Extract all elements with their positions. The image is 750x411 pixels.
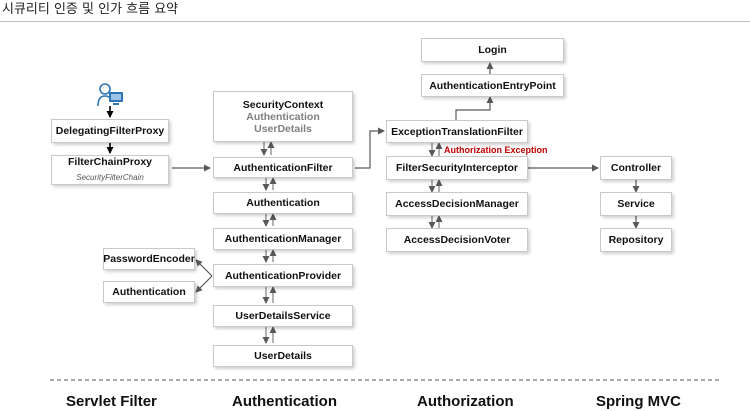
access-decision-manager-box: AccessDecisionManager [386, 192, 528, 216]
user-with-monitor-icon [97, 83, 123, 107]
login-label: Login [478, 44, 507, 56]
security-context-authentication-label: Authentication [246, 110, 320, 123]
section-servlet-filter: Servlet Filter [66, 393, 157, 410]
authentication-manager-label: AuthenticationManager [224, 233, 342, 245]
service-label: Service [617, 198, 655, 210]
delegating-filter-proxy-box: DelegatingFilterProxy [51, 119, 169, 143]
userdetails-service-box: UserDetailsService [213, 305, 353, 327]
repository-box: Repository [600, 228, 672, 252]
authentication-provider-label: AuthenticationProvider [224, 269, 342, 282]
authorization-exception-label: Authorization Exception [444, 145, 548, 155]
userdetails-label: UserDetails [254, 350, 312, 362]
authentication-box: Authentication [213, 192, 353, 214]
access-decision-voter-box: AccessDecisionVoter [386, 228, 528, 252]
controller-label: Controller [610, 162, 662, 174]
delegating-filter-proxy-label: DelegatingFilterProxy [55, 125, 165, 137]
authentication-manager-box: AuthenticationManager [213, 228, 353, 250]
authentication-provider-box: AuthenticationProvider [213, 264, 353, 287]
authentication-filter-box: AuthenticationFilter [213, 157, 353, 178]
side-authentication-box: Authentication [103, 281, 195, 303]
authentication-filter-label: AuthenticationFilter [233, 161, 333, 174]
filter-chain-proxy-box: FilterChainProxy SecurityFilterChain [51, 155, 169, 185]
section-spring-mvc: Spring MVC [596, 393, 681, 410]
side-authentication-label: Authentication [112, 286, 186, 298]
access-decision-voter-label: AccessDecisionVoter [403, 234, 511, 246]
access-decision-manager-label: AccessDecisionManager [395, 198, 519, 210]
service-box: Service [600, 192, 672, 216]
userdetails-box: UserDetails [213, 345, 353, 367]
section-authentication: Authentication [232, 393, 337, 410]
security-context-box: SecurityContext Authentication UserDetai… [213, 91, 353, 142]
filter-security-interceptor-box: FilterSecurityInterceptor [386, 156, 528, 180]
security-context-label: SecurityContext [242, 98, 324, 111]
password-encoder-label: PasswordEncoder [103, 253, 195, 265]
security-context-userdetails-label: UserDetails [254, 122, 312, 135]
authentication-entry-point-box: AuthenticationEntryPoint [421, 74, 564, 97]
controller-box: Controller [600, 156, 672, 180]
security-filter-chain-label: SecurityFilterChain [76, 173, 144, 182]
filter-chain-proxy-label: FilterChainProxy [67, 156, 153, 168]
page-title: 시큐리티 인증 및 인가 흐름 요약 [0, 0, 750, 22]
authentication-entry-point-label: AuthenticationEntryPoint [429, 79, 556, 92]
exception-translation-filter-label: ExceptionTranslationFilter [391, 125, 523, 138]
authentication-label: Authentication [246, 197, 320, 209]
section-authorization: Authorization [417, 393, 514, 410]
login-box: Login [421, 38, 564, 62]
password-encoder-box: PasswordEncoder [103, 248, 195, 270]
exception-translation-filter-box: ExceptionTranslationFilter [386, 120, 528, 143]
repository-label: Repository [608, 234, 664, 246]
filter-security-interceptor-label: FilterSecurityInterceptor [396, 162, 518, 174]
userdetails-service-label: UserDetailsService [235, 310, 331, 322]
